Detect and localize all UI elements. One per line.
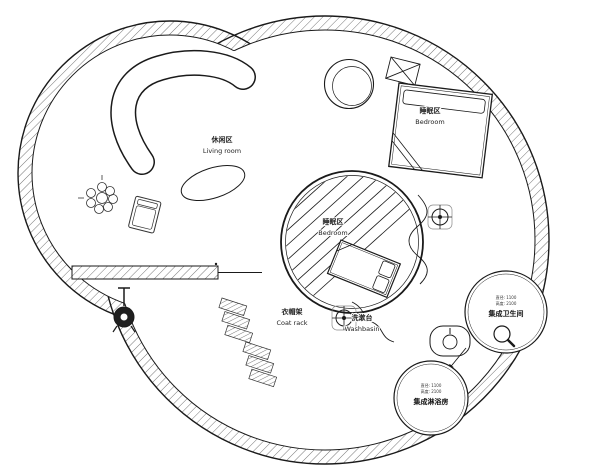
coat-rack-blocks bbox=[218, 297, 254, 344]
bathroom-spec-line1: 直径: 1100 bbox=[496, 294, 517, 300]
bedroom-center-label-en: Bedroom bbox=[318, 229, 347, 237]
bed-center bbox=[326, 239, 402, 299]
washbasin-icon bbox=[429, 325, 471, 357]
ramp-stripes bbox=[286, 176, 414, 300]
wall-end-dot bbox=[214, 262, 218, 266]
shower-spec-line2: 高度: 2100 bbox=[421, 388, 442, 394]
bathroom-spec-line2: 高度: 2100 bbox=[496, 300, 517, 306]
shower-spec-line1: 直径: 1100 bbox=[421, 382, 442, 388]
column-marker-icon bbox=[331, 305, 357, 331]
center-room-circle bbox=[280, 170, 424, 314]
coffee-table bbox=[180, 164, 246, 202]
washbasin-label-en: Washbasin bbox=[345, 325, 380, 333]
bathroom-pod-circle: 直径: 1100 高度: 2100 集成卫生间 bbox=[464, 270, 548, 354]
living-room-label-zh: 休闲区 bbox=[211, 135, 233, 144]
armchair bbox=[128, 195, 162, 234]
bedroom-center-label-zh: 睡眠区 bbox=[323, 217, 344, 226]
room-labels: 休闲区 Living room 睡眠区 Bedroom 睡眠区 Bedroom … bbox=[202, 105, 446, 334]
curtain-wave bbox=[351, 301, 395, 343]
ottoman bbox=[323, 58, 375, 110]
partition-wall bbox=[71, 262, 262, 280]
column-marker-icon bbox=[427, 204, 453, 230]
coat-rack-label-zh: 衣帽架 bbox=[282, 307, 303, 316]
outer-wall bbox=[17, 15, 550, 465]
bed-top bbox=[388, 82, 494, 179]
bedroom-top-label-zh: 睡眠区 bbox=[420, 106, 441, 115]
stove-icon bbox=[112, 287, 136, 333]
bathroom-pod-label: 集成卫生间 bbox=[488, 309, 524, 318]
plant-icon bbox=[78, 175, 118, 214]
washbasin-label-zh: 洗漱台 bbox=[352, 313, 373, 322]
curtain-wave bbox=[408, 194, 428, 285]
living-room-label-en: Living room bbox=[203, 147, 241, 155]
lamp-icon bbox=[385, 56, 421, 87]
shower-pod-label: 集成淋浴房 bbox=[413, 397, 449, 406]
bedroom-top-label-en: Bedroom bbox=[415, 118, 444, 126]
coat-rack-blocks bbox=[242, 341, 278, 388]
shower-pod-circle: 直径: 1100 高度: 2100 集成淋浴房 bbox=[393, 360, 469, 436]
coat-rack-label-en: Coat rack bbox=[276, 319, 307, 327]
toilet-icon bbox=[493, 325, 516, 348]
sofa bbox=[110, 49, 256, 175]
